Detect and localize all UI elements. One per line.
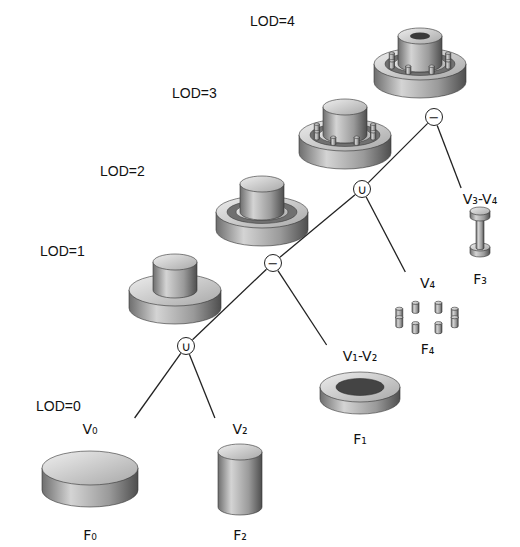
operator-symbol: ∪ [357, 183, 367, 196]
lod-model [129, 254, 221, 324]
operator-circle: − [264, 254, 282, 272]
tree-branch [135, 353, 181, 418]
pin-shape-top [371, 123, 376, 125]
pin-shape-top [354, 136, 359, 138]
pin-shape-top [451, 307, 458, 310]
tree-branch [278, 271, 327, 345]
hub-cylinder-top [323, 99, 367, 115]
tree-branch [437, 125, 461, 188]
operator-symbol: − [268, 257, 279, 270]
ring-hole [336, 379, 384, 396]
lod-model [216, 176, 308, 246]
bolt-shaft-side [476, 218, 484, 250]
lod-label: LOD=2 [100, 163, 145, 179]
primitive-node: V₄ F₄ [385, 272, 470, 357]
pins-primitive [396, 301, 458, 334]
feature-label: F₃ [473, 271, 487, 287]
feature-label: F₁ [353, 431, 367, 447]
cylinder-primitive [218, 444, 262, 515]
operator-symbol: − [429, 111, 440, 124]
pin-shape-top [331, 136, 336, 138]
volume-label: V₁-V₂ [343, 348, 378, 364]
feature-label: F₀ [83, 527, 97, 543]
lod-label: LOD=0 [36, 398, 81, 414]
primitive-node: V₁-V₂ F₁ [310, 345, 410, 447]
lod-label: LOD=3 [172, 85, 217, 101]
ring-primitive [320, 372, 400, 414]
operator-circle: ∪ [177, 337, 195, 355]
bore-hole [410, 32, 430, 39]
primitive-node: V₀ F₀ [40, 418, 140, 543]
pin-shape-top [412, 322, 419, 325]
lod-label: LOD=4 [250, 13, 295, 29]
primitive-node: V₂ F₂ [200, 418, 280, 543]
volume-label: V₃-V₄ [463, 191, 498, 207]
pin-shape-top [429, 65, 434, 67]
pin-shape-top [446, 60, 451, 62]
primitive-node: V₃-V₄ F₃ [448, 188, 512, 287]
pin-shape-top [412, 301, 419, 304]
pin-shape-top [314, 131, 319, 133]
lod-model [374, 28, 466, 98]
hub-cylinder-top [240, 176, 284, 192]
pin-shape-top [396, 307, 403, 310]
lod-label: LOD=1 [40, 243, 85, 259]
pin-shape-top [389, 52, 394, 54]
pin-shape-top [435, 301, 442, 304]
bolt-primitive [470, 207, 490, 257]
operator-symbol: ∪ [181, 340, 191, 353]
cylinder-side [218, 452, 262, 515]
cylinder-top [218, 444, 262, 460]
operator-circle: − [425, 108, 443, 126]
operator-circle: ∪ [353, 180, 371, 198]
pin-shape-top [389, 60, 394, 62]
pin-shape-top [446, 52, 451, 54]
pin-shape-top [371, 131, 376, 133]
bolt-head-top [470, 207, 490, 215]
disc-primitive [42, 451, 138, 507]
lod-model [299, 99, 391, 169]
volume-label: V₂ [232, 421, 247, 437]
pin-shape-top [314, 123, 319, 125]
feature-label: F₄ [421, 341, 435, 357]
volume-label: V₀ [82, 421, 97, 437]
hub-cylinder-top [398, 28, 442, 44]
pin-shape-top [406, 65, 411, 67]
pin-shape-top [396, 316, 403, 319]
pin-shape-top [435, 322, 442, 325]
pin-shape-top [451, 316, 458, 319]
tree-branch [189, 354, 215, 418]
tree-branch [366, 197, 405, 272]
hub-cylinder-top [153, 254, 197, 270]
feature-label: F₂ [233, 527, 247, 543]
volume-label: V₄ [420, 275, 435, 291]
ring-top [320, 372, 400, 402]
disc-top [42, 451, 138, 485]
